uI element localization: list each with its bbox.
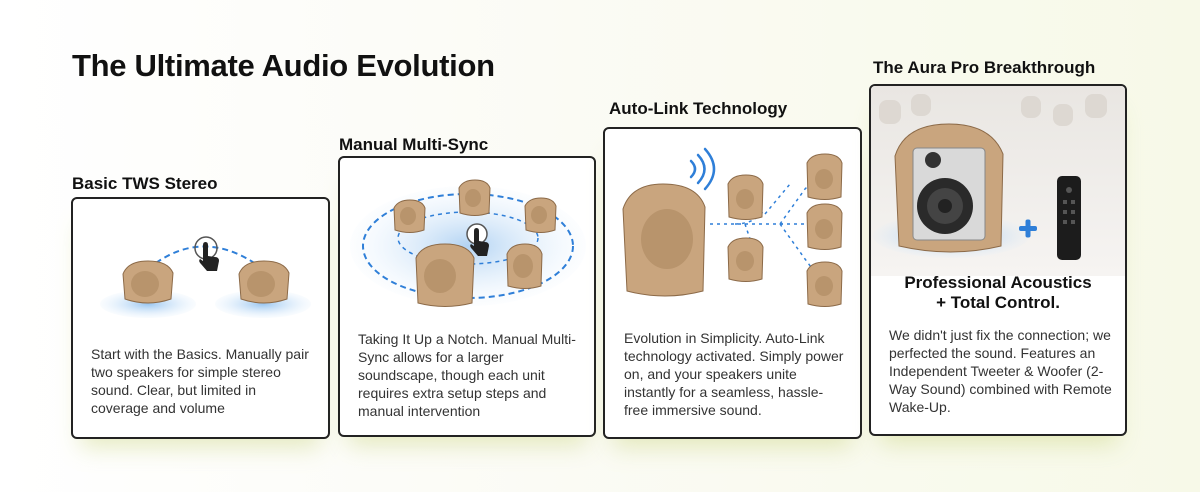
tws-illustration	[100, 236, 311, 318]
rock-speaker-left	[122, 260, 174, 304]
stage-4-headline-line-1: Professional Acoustics	[904, 273, 1092, 292]
stage-1-description: Start with the Basics. Manually pair two…	[91, 346, 309, 416]
stage-4-title: The Aura Pro Breakthrough	[873, 58, 1096, 77]
stage-2-description: Taking It Up a Notch. Manual Multi-Sync …	[358, 331, 576, 419]
stage-3-description: Evolution in Simplicity. Auto-Link techn…	[624, 330, 844, 418]
auto-link-illustration	[622, 147, 843, 307]
wireless-signal-icon	[689, 147, 716, 191]
stage-2-title: Manual Multi-Sync	[339, 135, 489, 154]
stage-4-headline-line-2: + Total Control.	[936, 293, 1060, 312]
stage-3-title: Auto-Link Technology	[609, 99, 788, 118]
stage-3-card: Evolution in Simplicity. Auto-Link techn…	[603, 127, 862, 439]
aura-pro-illustration	[871, 86, 1125, 276]
tap-hand-icon	[466, 223, 489, 256]
stage-2-card: Taking It Up a Notch. Manual Multi-Sync …	[338, 156, 596, 437]
tweeter	[925, 152, 941, 168]
stage-4-description: We didn't just fix the connection; we pe…	[889, 327, 1112, 415]
plus-icon	[1019, 219, 1037, 238]
stage-1-card: Start with the Basics. Manually pair two…	[71, 197, 330, 439]
tap-hand-icon	[194, 236, 219, 271]
multi-sync-illustration	[350, 179, 586, 307]
rock-speaker-right	[238, 260, 290, 304]
remote-control-icon	[1057, 176, 1081, 260]
stage-1-title: Basic TWS Stereo	[72, 174, 218, 193]
stage-4-card: Professional Acoustics + Total Control. …	[869, 84, 1127, 436]
page-title: The Ultimate Audio Evolution	[72, 48, 495, 83]
